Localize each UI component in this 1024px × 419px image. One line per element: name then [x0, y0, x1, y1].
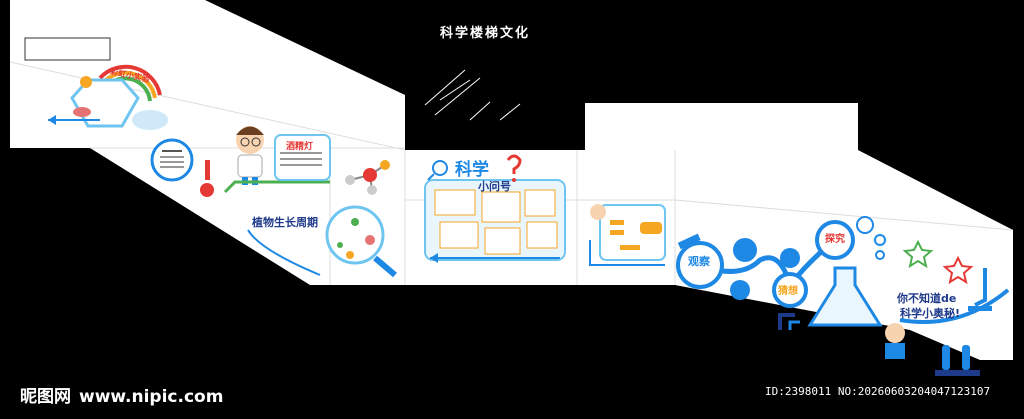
watermark-url: www.nipic.com	[79, 387, 224, 407]
rainbow-experiment	[48, 64, 168, 130]
molecule-model	[345, 160, 390, 195]
slogan-line2: 科学小奥秘!	[900, 307, 961, 320]
page-title: 科学楼梯文化	[440, 26, 531, 41]
plant-cycle	[325, 205, 397, 278]
erlenmeyer-flask	[807, 266, 883, 327]
watermark-id: ID:2398011 NO:20260603204047123107	[765, 385, 991, 398]
decorative-slashes	[424, 69, 521, 121]
question-card	[590, 204, 666, 261]
science-title: 科学	[455, 160, 489, 180]
alcohol-lamp-card	[274, 134, 331, 181]
info-plaque	[150, 138, 194, 182]
explore-label: 探究	[825, 234, 845, 245]
slogan-line1: 你不知道de	[897, 292, 957, 305]
explore-path	[676, 216, 886, 308]
red-flask	[200, 160, 214, 197]
watermark-logo: 昵图网 www.nipic.com	[20, 382, 231, 407]
test-tube-rack	[935, 345, 980, 376]
kid-with-book	[885, 323, 905, 359]
science-board	[424, 154, 566, 261]
blank-frame	[24, 37, 111, 61]
star-badge	[902, 239, 934, 269]
plant-cycle-label: 植物生长周期	[252, 216, 318, 229]
alcohol-lamp-label: 酒精灯	[286, 142, 314, 152]
watermark-logo-text: 昵图网	[20, 387, 71, 407]
telescope-icon	[677, 233, 701, 250]
scientist-kid	[236, 126, 264, 185]
observe-label: 观察	[688, 255, 710, 268]
science-subtitle: 小问号	[478, 180, 511, 193]
star-badge	[942, 255, 974, 285]
guess-label: 猜想	[778, 286, 798, 297]
